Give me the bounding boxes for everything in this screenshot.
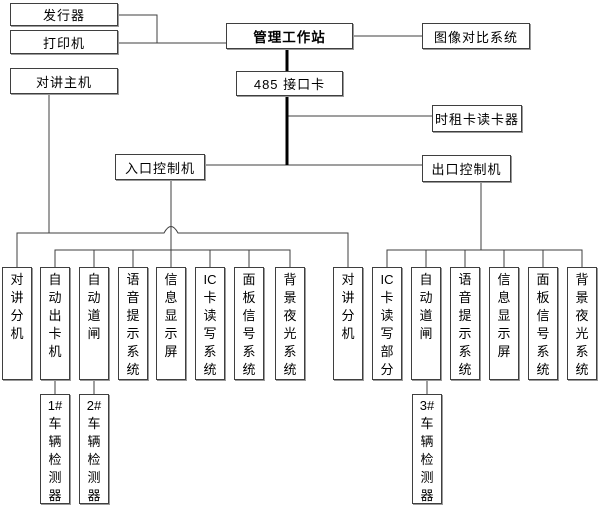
entrance-device-panel-signal-system: 面板信号系统	[234, 267, 264, 380]
exit-device-ic-card-rw-part: IC卡读写部分	[372, 267, 402, 380]
node-management-workstation: 管理工作站	[226, 23, 353, 49]
node-intercom-host: 对讲主机	[10, 68, 118, 94]
node-485-interface-card: 485 接口卡	[236, 71, 343, 96]
entrance-device-auto-card-dispenser: 自动出卡机	[40, 267, 70, 380]
vehicle-detector-1: 1#车辆检测器	[40, 394, 70, 504]
node-exit-controller: 出口控制机	[422, 155, 511, 182]
vehicle-detector-2: 2#车辆检测器	[79, 394, 109, 504]
exit-device-voice-prompt-system: 语音提示系统	[450, 267, 480, 380]
entrance-device-voice-prompt-system: 语音提示系统	[118, 267, 148, 380]
node-issuer: 发行器	[10, 3, 118, 26]
entrance-device-auto-barrier-gate: 自动道闸	[79, 267, 109, 380]
node-printer: 打印机	[10, 30, 118, 54]
wire-exit-device-bus	[386, 182, 583, 267]
exit-device-background-glow-system: 背景夜光系统	[567, 267, 597, 380]
node-entrance-controller: 入口控制机	[115, 154, 205, 180]
node-image-comparison-system: 图像对比系统	[422, 23, 530, 49]
vehicle-detector-3: 3#车辆检测器	[412, 394, 442, 504]
entrance-device-ic-card-rw-system: IC卡读写系统	[195, 267, 225, 380]
entrance-device-info-display: 信息显示屏	[156, 267, 186, 380]
entrance-device-intercom-extension: 对讲分机	[2, 267, 32, 380]
exit-device-intercom-extension: 对讲分机	[333, 267, 363, 380]
node-time-rental-card-reader: 时租卡读卡器	[432, 105, 522, 132]
wire-issuer-printer-workstation	[118, 14, 226, 44]
wire-entrance-device-bus	[54, 249, 291, 267]
wire-detector-links	[54, 380, 428, 394]
entrance-device-background-glow-system: 背景夜光系统	[275, 267, 305, 380]
exit-device-info-display: 信息显示屏	[489, 267, 519, 380]
exit-device-auto-barrier-gate: 自动道闸	[411, 267, 441, 380]
exit-device-panel-signal-system: 面板信号系统	[528, 267, 558, 380]
wire-intercom-line-with-hop	[16, 226, 349, 267]
